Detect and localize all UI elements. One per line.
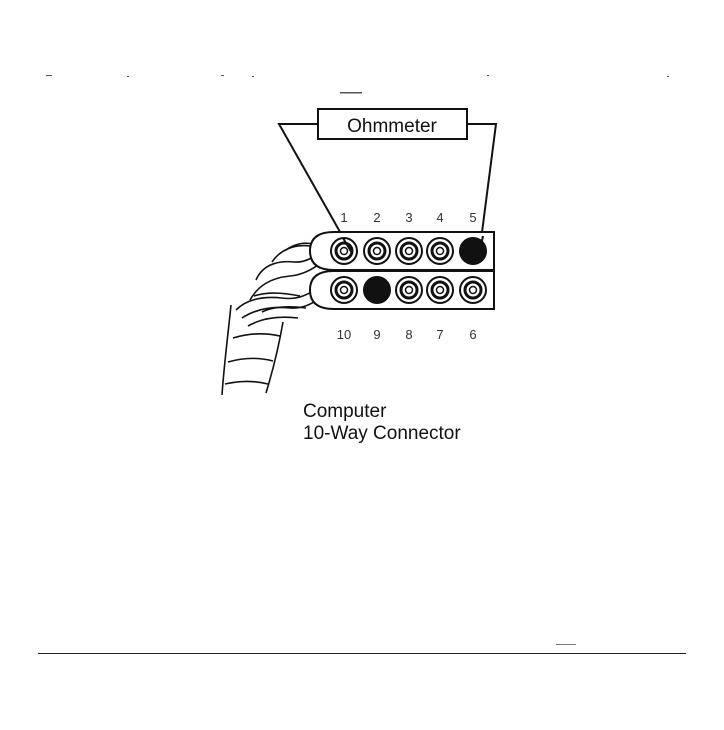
pin-contact: [468, 285, 478, 295]
caption-line-2: 10-Way Connector: [303, 423, 461, 444]
pin-socket: [363, 276, 391, 304]
pin-6: [459, 276, 487, 304]
pin-4: [426, 237, 454, 265]
ohmmeter: Ohmmeter: [317, 108, 468, 140]
scan-specks: [46, 75, 669, 94]
pin-contact: [404, 246, 414, 256]
pin-1: [330, 237, 358, 265]
pin-8: [395, 276, 423, 304]
connector-caption: Computer 10-Way Connector: [303, 401, 461, 445]
pin-label-4: 4: [436, 210, 443, 225]
pin-5: [459, 237, 487, 265]
pin-2: [363, 237, 391, 265]
pin-7: [426, 276, 454, 304]
pin-9: [363, 276, 391, 304]
caption-line-1: Computer: [303, 401, 387, 422]
pin-label-8: 8: [405, 327, 412, 342]
pin-contact: [404, 285, 414, 295]
pin-label-10: 10: [337, 327, 351, 342]
pin-label-2: 2: [373, 210, 380, 225]
connector-pins: [330, 237, 487, 304]
wire-harness: [221, 242, 327, 396]
pin-3: [395, 237, 423, 265]
scan-speck: [556, 644, 576, 645]
probe-tips: [342, 235, 484, 254]
pin-10: [330, 276, 358, 304]
pin-label-7: 7: [436, 327, 443, 342]
pin-contact: [435, 246, 445, 256]
pin-contact: [339, 285, 349, 295]
pin-contact: [372, 246, 382, 256]
pin-label-9: 9: [373, 327, 380, 342]
pin-label-6: 6: [469, 327, 476, 342]
pin-contact: [435, 285, 445, 295]
pin-label-5: 5: [469, 210, 476, 225]
pin-socket: [459, 237, 487, 265]
ohmmeter-label: Ohmmeter: [347, 116, 437, 137]
pin-label-1: 1: [340, 210, 347, 225]
right-test-lead: [467, 123, 498, 241]
pin-label-3: 3: [405, 210, 412, 225]
pin-contact: [339, 246, 349, 256]
bottom-divider: [38, 653, 686, 654]
pin-labels: 1 2 3 4 5 10 9 8 7 6: [337, 210, 477, 342]
